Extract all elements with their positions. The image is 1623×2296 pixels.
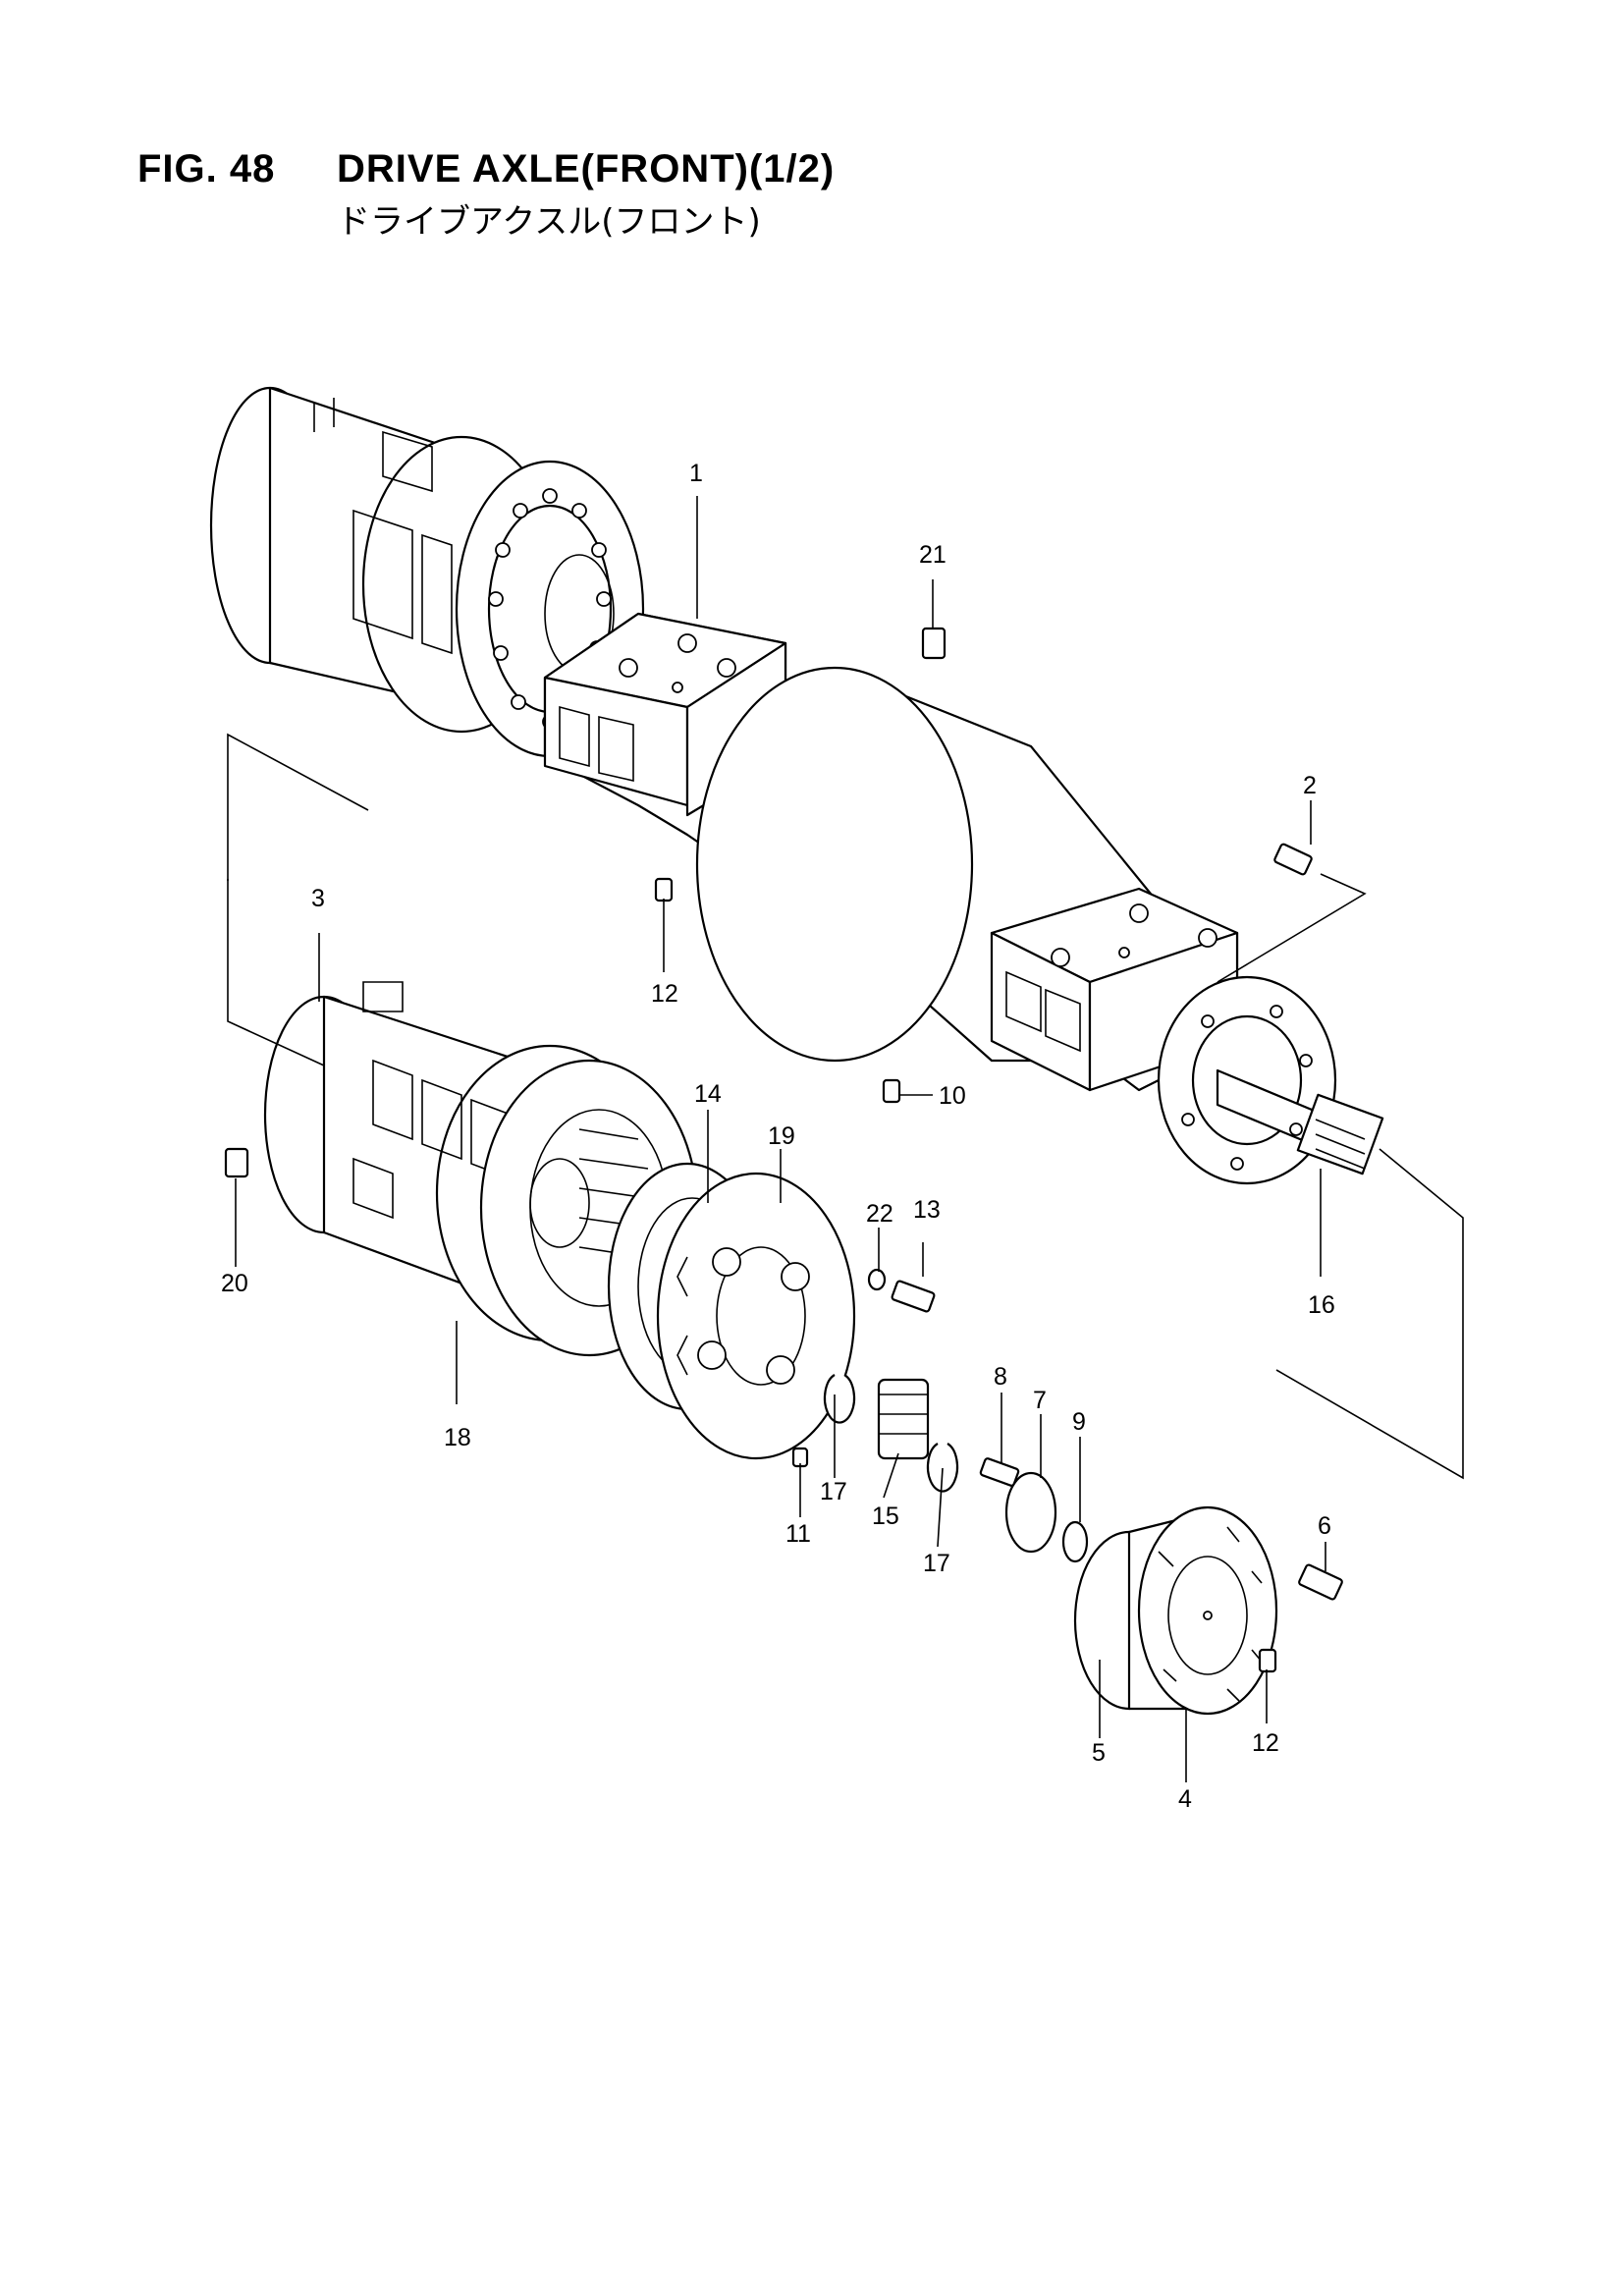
callout-21: 21 bbox=[919, 541, 947, 569]
callout-6: 6 bbox=[1318, 1512, 1331, 1540]
plug-12-lower bbox=[1258, 1648, 1277, 1673]
leader-lines bbox=[235, 496, 1326, 1782]
callout-8: 8 bbox=[994, 1363, 1007, 1391]
callout-16: 16 bbox=[1308, 1291, 1335, 1319]
callout-4: 4 bbox=[1178, 1785, 1192, 1813]
callout-labels: 1 2 3 4 5 6 7 8 9 10 11 12 12 13 14 15 1… bbox=[221, 460, 1335, 1813]
callout-7: 7 bbox=[1033, 1387, 1047, 1414]
bolt-13 bbox=[891, 1280, 936, 1313]
figure-number: FIG. 48 bbox=[137, 147, 276, 191]
thrust-plate bbox=[1004, 1471, 1057, 1554]
callout-17a: 17 bbox=[820, 1478, 847, 1505]
o-ring bbox=[1061, 1520, 1089, 1563]
callout-9: 9 bbox=[1072, 1408, 1086, 1436]
bolt-21 bbox=[921, 627, 947, 660]
planet-carrier bbox=[656, 1172, 856, 1460]
cover bbox=[1073, 1505, 1278, 1716]
bolt-20 bbox=[224, 1147, 249, 1178]
assembly-guide-lines bbox=[227, 733, 1464, 1480]
snap-ring-a bbox=[823, 1374, 856, 1424]
callout-17b: 17 bbox=[923, 1550, 950, 1577]
axle-housing bbox=[543, 612, 1239, 1092]
callout-15: 15 bbox=[872, 1503, 899, 1530]
callout-19: 19 bbox=[768, 1122, 795, 1150]
bolt-6 bbox=[1298, 1563, 1343, 1601]
callout-10: 10 bbox=[939, 1082, 966, 1110]
plug-12-upper bbox=[654, 877, 674, 902]
bolt-2 bbox=[1273, 843, 1313, 876]
snap-ring-b bbox=[926, 1443, 959, 1493]
washer-22 bbox=[867, 1268, 887, 1291]
callout-3: 3 bbox=[311, 885, 325, 912]
callout-12a: 12 bbox=[651, 980, 678, 1008]
callout-14: 14 bbox=[694, 1080, 722, 1108]
sun-gear bbox=[877, 1378, 930, 1460]
callout-11: 11 bbox=[785, 1520, 811, 1548]
plug-10 bbox=[882, 1078, 901, 1104]
assembled-hub-left bbox=[209, 386, 645, 758]
callout-1: 1 bbox=[689, 460, 703, 487]
callout-22: 22 bbox=[866, 1200, 893, 1228]
hub-drum-exploded bbox=[263, 981, 699, 1357]
figure-title: DRIVE AXLE(FRONT)(1/2) bbox=[337, 147, 836, 191]
callout-5: 5 bbox=[1092, 1739, 1106, 1767]
callout-20: 20 bbox=[221, 1270, 248, 1297]
figure-subtitle: ドライブアクスル(フロント) bbox=[337, 202, 761, 242]
callout-2: 2 bbox=[1303, 772, 1317, 799]
callout-12b: 12 bbox=[1252, 1729, 1279, 1757]
right-flange-shaft bbox=[1157, 975, 1384, 1185]
callout-18: 18 bbox=[444, 1424, 471, 1451]
callout-13: 13 bbox=[913, 1196, 941, 1224]
bolt-8 bbox=[979, 1457, 1020, 1487]
